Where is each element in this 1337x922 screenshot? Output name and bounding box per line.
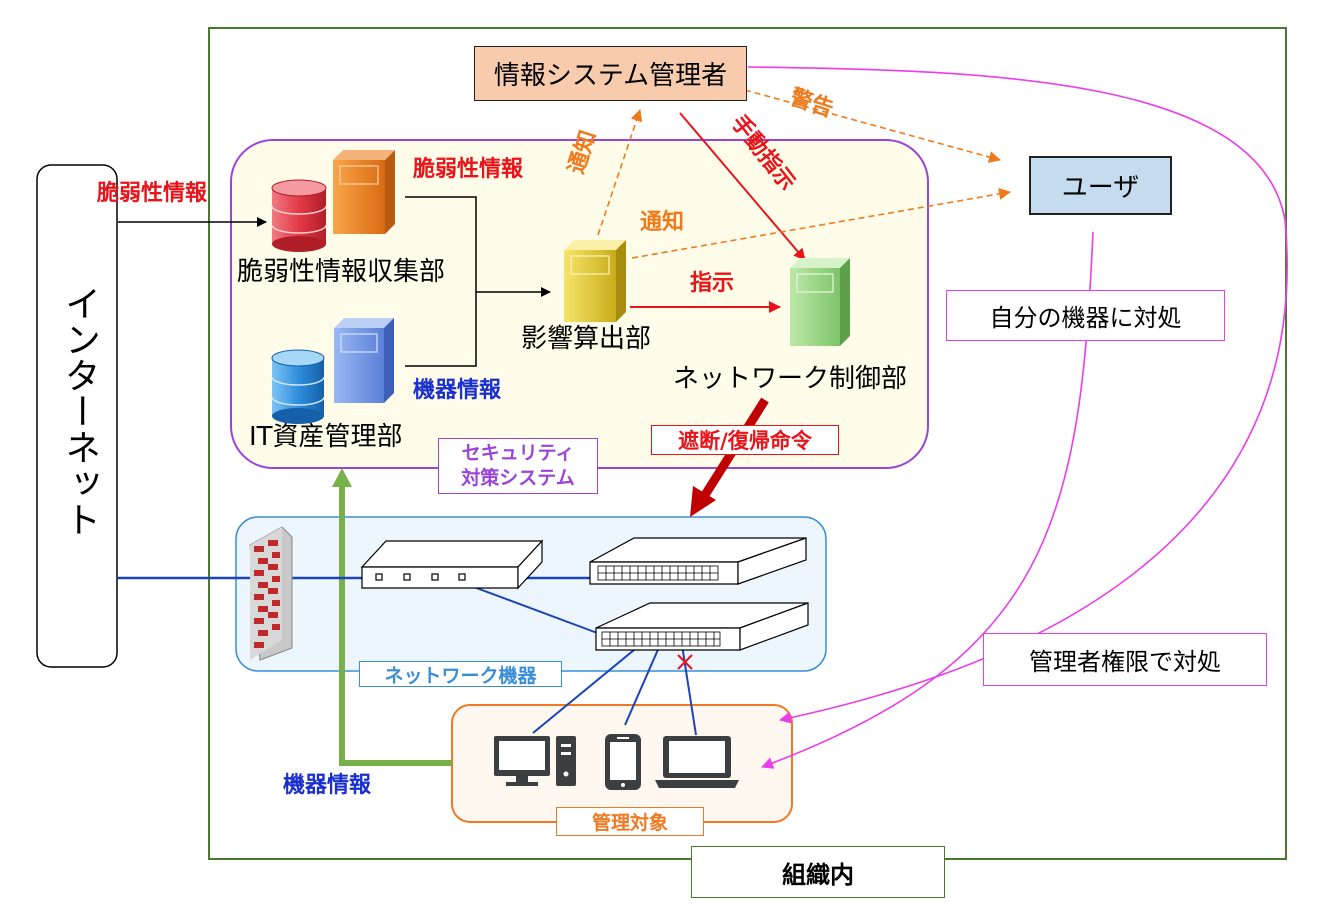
pc-icon <box>494 736 576 786</box>
managed-label: 管理対象 <box>591 812 668 834</box>
impact-label: 影響算出部 <box>521 324 652 354</box>
asset-database-icon <box>271 349 325 424</box>
managed-label-box: 管理対象 <box>556 807 704 836</box>
collector-label: 脆弱性情報収集部 <box>237 257 446 287</box>
netctrl-server-icon <box>790 258 850 346</box>
user-box: ユーザ <box>1029 156 1172 215</box>
admin-handle-curve <box>747 66 1288 724</box>
network-label: ネットワーク機器 <box>384 664 537 687</box>
admin-handle-box: 管理者権限で対処 <box>983 633 1267 686</box>
firewall-icon <box>249 526 293 661</box>
internet-label: インターネット <box>59 285 100 537</box>
network-line-branch <box>454 579 601 635</box>
switch-bottom-icon <box>595 602 809 651</box>
vuln-in-label: 脆弱性情報 <box>97 181 208 206</box>
device-line-pc <box>532 644 641 734</box>
admin-box: 情報システム管理者 <box>474 46 747 101</box>
vuln-info-line <box>405 196 477 367</box>
smartphone-icon <box>605 734 641 790</box>
security-system-label-line1: セキュリティ <box>461 442 575 465</box>
asset-server-icon <box>334 318 394 403</box>
notify-user-arrow <box>631 187 1011 259</box>
admin-handle-label: 管理者権限で対処 <box>1029 648 1221 676</box>
impact-server-icon <box>564 240 626 322</box>
router-icon <box>360 539 544 590</box>
notify-user-label: 通知 <box>640 210 685 235</box>
user-label: ユーザ <box>1061 173 1140 203</box>
vuln-info-label: 脆弱性情報 <box>413 157 524 182</box>
vuln-server-icon <box>333 150 395 234</box>
network-label-box: ネットワーク機器 <box>359 661 562 687</box>
switch-top-icon <box>589 537 807 585</box>
internet-box <box>36 164 118 668</box>
block-restore-label-box: 遮断/復帰命令 <box>651 425 839 455</box>
self-handle-label: 自分の機器に対処 <box>989 304 1182 332</box>
self-handle-box: 自分の機器に対処 <box>946 290 1225 341</box>
device-line-phone <box>624 644 661 726</box>
device-info-bottom-label: 機器情報 <box>283 773 372 798</box>
notify-admin-arrow <box>597 109 643 236</box>
laptop-icon <box>655 736 739 788</box>
security-system-label-box: セキュリティ 対策システム <box>438 438 598 494</box>
asset-label: IT資産管理部 <box>249 422 403 452</box>
self-handle-curve <box>761 231 1094 769</box>
security-system-label-line2: 対策システム <box>461 467 575 489</box>
block-restore-label: 遮断/復帰命令 <box>678 429 812 453</box>
org-label-box: 組織内 <box>691 846 945 898</box>
admin-label: 情報システム管理者 <box>493 61 728 91</box>
instruct-label: 指示 <box>690 271 735 296</box>
org-label: 組織内 <box>782 860 854 889</box>
device-info-top-label: 機器情報 <box>413 378 502 403</box>
manual-arrow <box>679 112 806 261</box>
netctrl-label: ネットワーク制御部 <box>673 364 908 394</box>
warning-arrow <box>744 89 1001 163</box>
blocked-x-icon <box>677 654 693 670</box>
vuln-database-icon <box>271 179 327 252</box>
